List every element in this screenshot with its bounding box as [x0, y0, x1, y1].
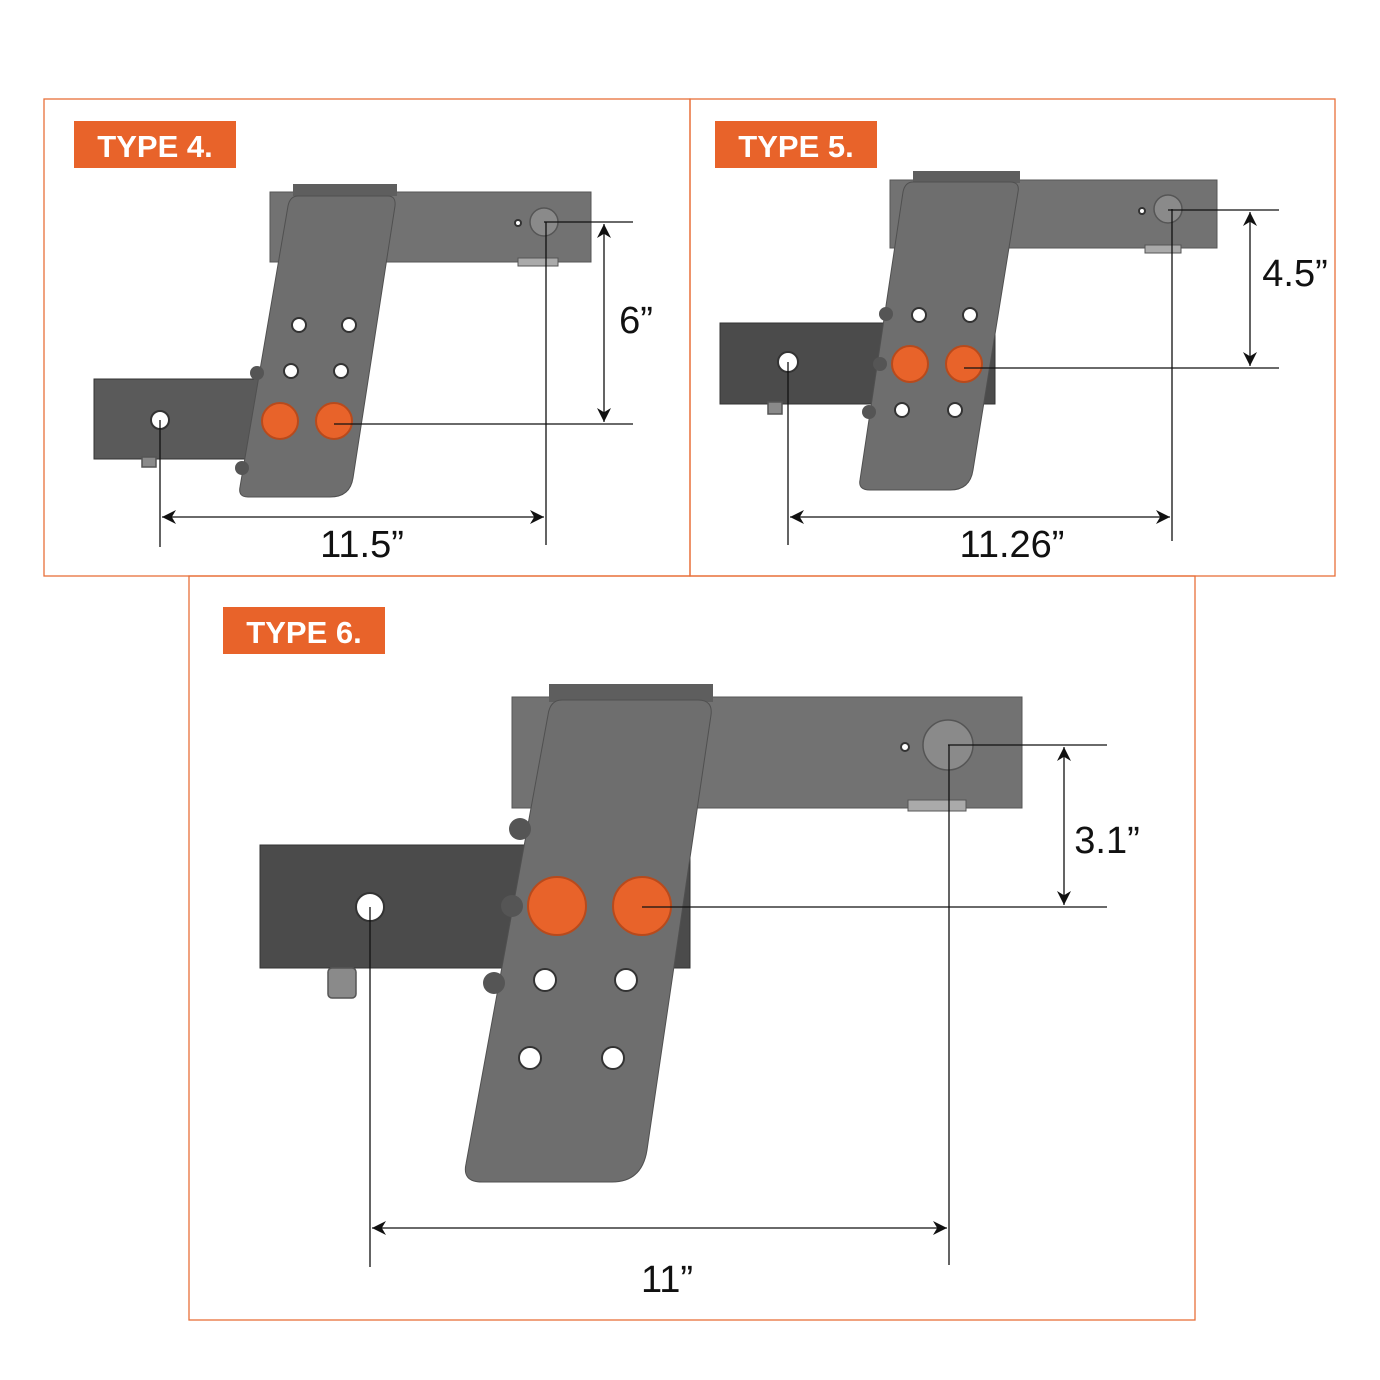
type-badge — [223, 607, 385, 654]
panel-type-5: TYPE 5. 4.5” 11.26” — [689, 98, 1336, 577]
type-label: TYPE 6. — [246, 615, 361, 650]
type-label: TYPE 5. — [738, 129, 853, 164]
length-dimension: 11.26” — [960, 524, 1065, 566]
dimension-lines — [787, 209, 1279, 545]
orange-bolt-icon — [945, 345, 983, 383]
hitch-illustration — [259, 684, 1023, 1183]
panel-border — [188, 575, 1196, 1321]
rise-plate — [239, 195, 396, 498]
rise-dimension: 3.1” — [1074, 820, 1139, 862]
rise-dimension: 4.5” — [1262, 253, 1327, 295]
top-block — [293, 184, 397, 196]
hitch-illustration — [93, 184, 592, 498]
panel-type-4: TYPE 4. 6” 11.5” — [43, 98, 691, 577]
pin-clip — [767, 401, 783, 415]
shank-bolt — [1153, 194, 1183, 224]
top-block — [913, 171, 1020, 183]
orange-bolt-icon — [261, 402, 299, 440]
orange-bolt-icon — [612, 876, 672, 936]
rise-plate — [859, 181, 1019, 491]
orange-bolt-icon — [891, 345, 929, 383]
panel-type-6: TYPE 6. 3.1” 11” — [188, 575, 1196, 1321]
orange-bolt-icon — [527, 876, 587, 936]
top-block — [549, 684, 713, 702]
pin-clip — [141, 456, 157, 468]
type-badge — [715, 121, 877, 168]
receiver-tube — [93, 378, 265, 460]
orange-bolt-icon — [315, 402, 353, 440]
dimension-lines — [369, 744, 1107, 1267]
length-dimension: 11” — [641, 1259, 693, 1301]
pin-clip — [327, 967, 357, 999]
type-label: TYPE 4. — [97, 129, 212, 164]
hitch-illustration — [719, 171, 1218, 491]
shank-clip — [517, 257, 559, 267]
length-dimension: 11.5” — [320, 524, 404, 566]
rise-dimension: 6” — [619, 300, 653, 342]
type-badge — [74, 121, 236, 168]
dimension-lines — [159, 221, 633, 547]
